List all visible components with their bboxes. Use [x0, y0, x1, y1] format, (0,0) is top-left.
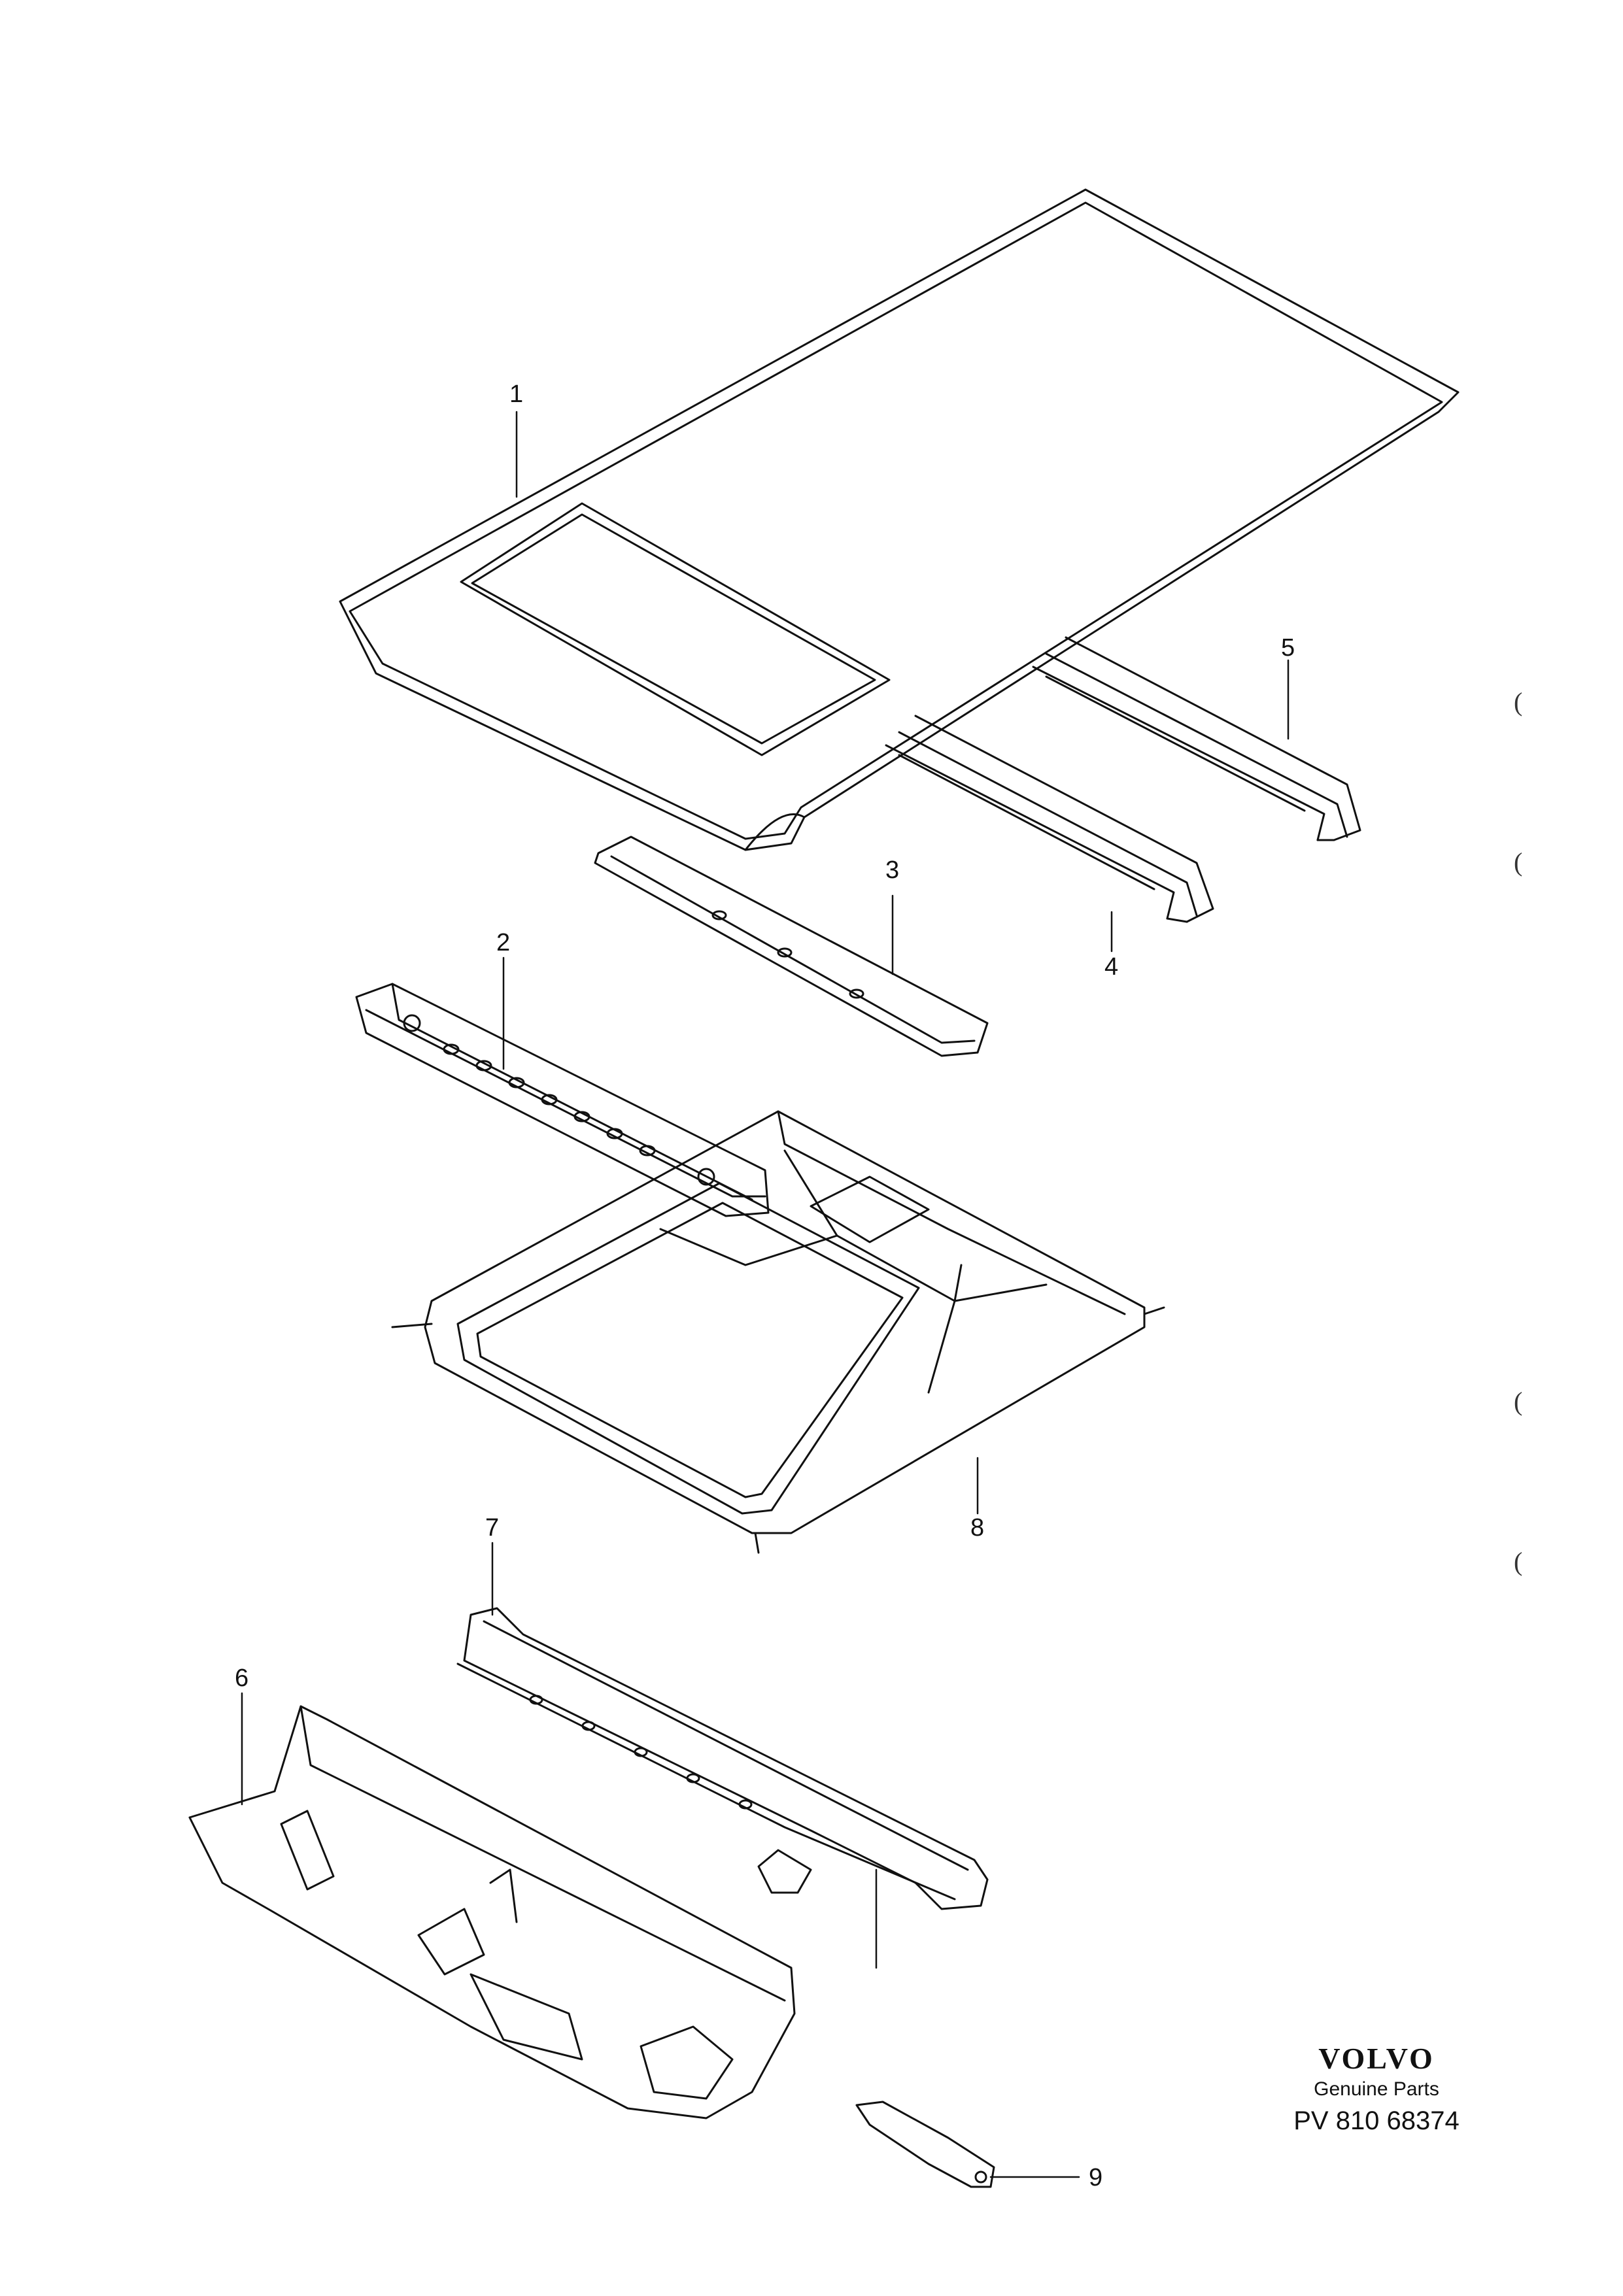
margin-mark: ( — [1514, 1547, 1523, 1576]
part-7-cowl-panel — [458, 1608, 987, 1909]
part-1-roof-panel — [340, 190, 1458, 850]
margin-mark: ( — [1514, 847, 1523, 877]
part-3-cross-member — [595, 837, 987, 1056]
margin-mark: ( — [1514, 1387, 1523, 1416]
callout-8: 8 — [970, 1514, 985, 1542]
brand-tagline: Genuine Parts — [1314, 2078, 1439, 2101]
part-8-sunroof-frame — [392, 1111, 1164, 1553]
part-5-roof-rail — [1033, 637, 1360, 840]
callout-6: 6 — [235, 1664, 249, 1692]
callout-9: 9 — [1089, 2164, 1103, 2191]
callout-7: 7 — [485, 1514, 500, 1542]
callout-2: 2 — [496, 929, 511, 956]
callout-1: 1 — [509, 380, 524, 408]
callout-4: 4 — [1104, 953, 1119, 981]
volvo-logo: VOLVO — [1318, 2042, 1435, 2075]
part-9-bracket — [857, 2102, 994, 2187]
part-2-cross-member — [356, 984, 768, 1216]
callout-3: 3 — [885, 856, 900, 884]
part-4-roof-rail — [886, 716, 1213, 922]
brand-block: VOLVO Genuine Parts PV 810 68374 — [1269, 2042, 1484, 2138]
margin-mark: ( — [1514, 687, 1523, 717]
diagram-reference: PV 810 68374 — [1293, 2106, 1460, 2136]
leader-lines — [242, 412, 1288, 2177]
part-6-scuttle-panel — [190, 1706, 794, 2118]
callout-5: 5 — [1281, 634, 1295, 662]
